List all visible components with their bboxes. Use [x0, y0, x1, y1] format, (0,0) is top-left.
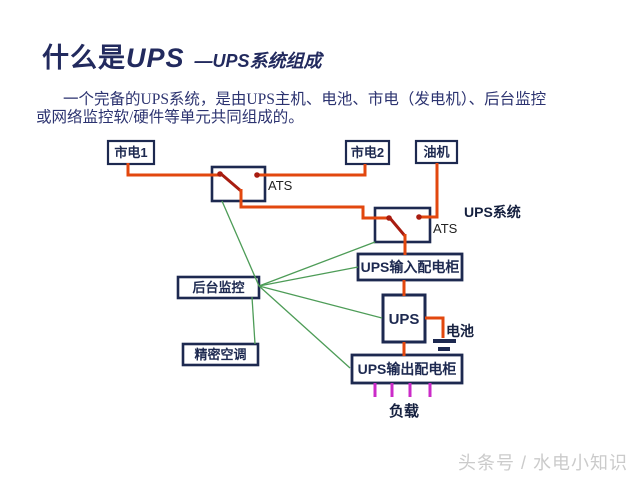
node-label-mains1: 市电1 [114, 145, 147, 160]
wire-monitor-to-ats2 [258, 241, 376, 287]
node-mains2 [344, 139, 391, 166]
battery-symbol-bar [433, 339, 456, 343]
title-main: 什么是 [42, 43, 126, 73]
wire-ats2-switch-blade [387, 216, 407, 237]
ups-system-label: UPS系统 [464, 204, 521, 220]
node-ac [181, 342, 260, 367]
wire-monitor-to-ups [258, 285, 383, 319]
wire-monitor-to-ats1 [221, 200, 260, 287]
page-title: 什么是UPS —UPS系统组成 [42, 36, 322, 75]
load-label: 负载 [389, 402, 419, 420]
wire-mains2-to-ats1 [257, 164, 367, 177]
wire-monitor-to-ac [251, 296, 256, 345]
node-label-generator: 油机 [423, 145, 449, 160]
wire-generator-to-ats2 [419, 163, 439, 219]
battery-symbol-bar [438, 347, 450, 351]
node-label-output-cabinet: UPS输出配电柜 [358, 361, 457, 377]
node-mains1 [106, 139, 156, 166]
contact-dot [254, 172, 260, 178]
wire-ats1-switch-blade [219, 171, 242, 193]
contact-dot [416, 214, 422, 220]
intro-line-1: 一个完备的UPS系统，是由UPS主机、电池、市电（发电机）、后台监控 [63, 91, 547, 108]
contact-dot [386, 215, 392, 221]
node-output-cabinet [350, 353, 464, 385]
title-subtitle: —UPS系统组成 [194, 51, 322, 71]
node-label-monitor: 后台监控 [192, 280, 244, 295]
node-input-cabinet [356, 252, 464, 282]
title-ups-text: UPS [126, 43, 185, 73]
node-label-input-cabinet: UPS输入配电柜 [361, 259, 460, 275]
node-label-mains2: 市电2 [351, 145, 384, 160]
node-monitor [176, 275, 261, 300]
node-label-ups: UPS [389, 311, 420, 328]
node-ats2 [373, 206, 432, 244]
contact-dot [217, 171, 223, 177]
wire-mains1-to-ats1 [126, 163, 221, 177]
wire-ups-to-battery [425, 316, 445, 338]
intro-paragraph: 一个完备的UPS系统，是由UPS主机、电池、市电（发电机）、后台监控 或网络监控… [36, 91, 616, 126]
wire-monitor-to-input-cabinet [258, 266, 359, 287]
ats2-label: ATS [433, 221, 458, 236]
node-label-ac: 精密空调 [194, 347, 246, 362]
ats1-label: ATS [268, 178, 293, 193]
watermark: 头条号 / 水电小知识 [458, 453, 629, 473]
intro-line-2: 或网络监控软/硬件等单元共同组成的。 [36, 108, 304, 126]
battery-label: 电池 [446, 323, 474, 339]
wire-ats1-to-ats2 [239, 189, 389, 220]
wire-monitor-to-output-cabinet [258, 285, 351, 369]
